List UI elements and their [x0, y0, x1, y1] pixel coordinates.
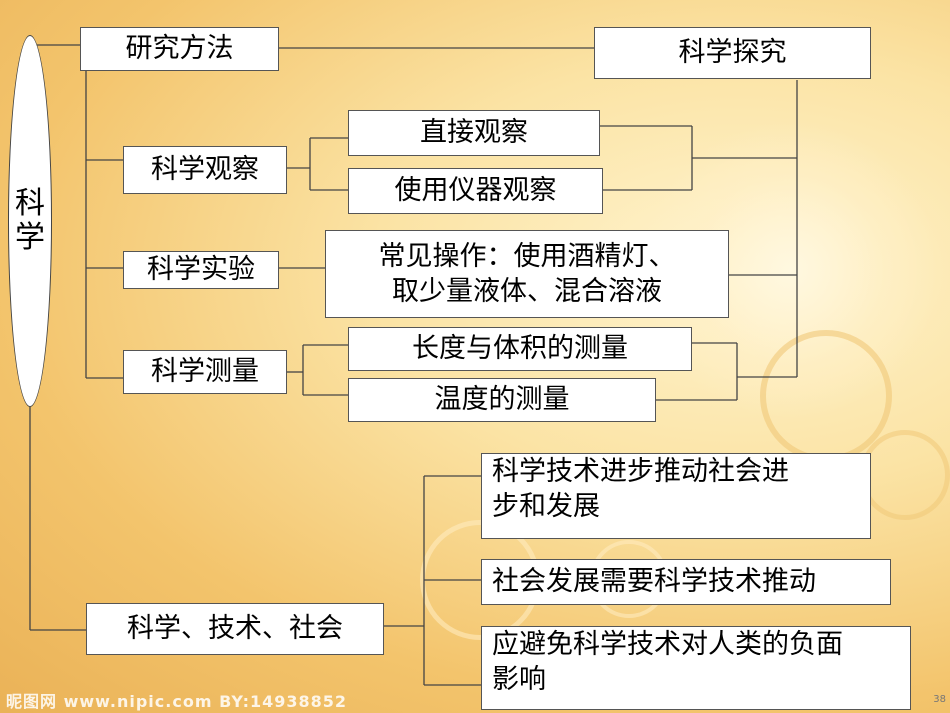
root-char-2: 学	[15, 220, 45, 255]
sci-observation-box: 科学观察	[123, 146, 287, 194]
sci-observation-label: 科学观察	[151, 154, 259, 186]
sts-box: 科学、技术、社会	[86, 603, 384, 655]
tech-progress-line-1: 科学技术进步推动社会进	[492, 456, 789, 487]
sts-label: 科学、技术、社会	[127, 613, 343, 645]
common-operations-line-1: 常见操作：使用酒精灯、	[378, 240, 676, 272]
sci-experiment-label: 科学实验	[147, 254, 255, 286]
scientific-inquiry-label: 科学探究	[678, 37, 787, 69]
direct-observation-label: 直接观察	[420, 117, 528, 149]
research-methods-label: 研究方法	[125, 33, 234, 65]
root-char-1: 科	[15, 185, 45, 221]
society-needs-label: 社会发展需要科学技术推动	[492, 566, 816, 598]
page-number: 38	[933, 694, 946, 705]
watermark: 昵图网 www.nipic.com BY:14938852	[6, 692, 348, 711]
tech-progress-box: 科学技术进步推动社会进 步和发展	[481, 453, 871, 539]
length-volume-label: 长度与体积的测量	[412, 333, 628, 365]
common-operations-box: 常见操作：使用酒精灯、 取少量液体、混合溶液	[325, 230, 729, 318]
sci-experiment-box: 科学实验	[123, 251, 279, 289]
avoid-negative-line-2: 影响	[492, 664, 546, 696]
society-needs-box: 社会发展需要科学技术推动	[481, 559, 891, 605]
research-methods-box: 研究方法	[80, 27, 279, 71]
common-operations-line-2: 取少量液体、混合溶液	[392, 276, 662, 307]
tech-progress-line-2: 步和发展	[492, 491, 600, 523]
sci-measurement-box: 科学测量	[123, 350, 287, 394]
instrument-observation-label: 使用仪器观察	[394, 175, 557, 207]
temperature-box: 温度的测量	[348, 378, 656, 422]
avoid-negative-line-1: 应避免科学技术对人类的负面	[492, 629, 843, 660]
temperature-label: 温度的测量	[434, 384, 570, 416]
length-volume-box: 长度与体积的测量	[348, 327, 692, 371]
avoid-negative-box: 应避免科学技术对人类的负面 影响	[481, 626, 911, 710]
sci-measurement-label: 科学测量	[151, 356, 259, 388]
root-science-node: 科 学	[8, 35, 52, 407]
instrument-observation-box: 使用仪器观察	[348, 168, 603, 214]
scientific-inquiry-box: 科学探究	[594, 27, 871, 79]
direct-observation-box: 直接观察	[348, 110, 600, 156]
